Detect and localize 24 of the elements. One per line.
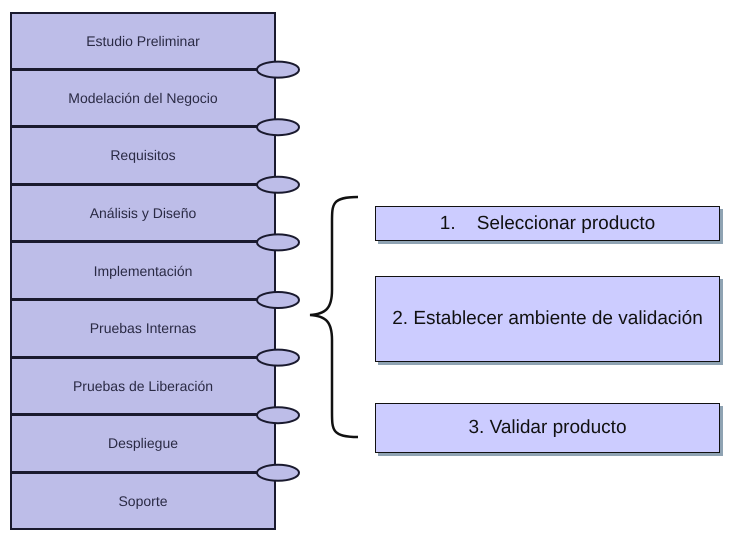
step-label: Análisis y Diseño xyxy=(90,205,196,222)
step-label: Requisitos xyxy=(110,147,176,164)
phase-row xyxy=(10,68,276,128)
phase-row xyxy=(10,184,276,242)
phase-row xyxy=(10,126,276,185)
step-label: 2. Establecer ambiente de validación xyxy=(392,307,703,332)
step-label: Soporte xyxy=(118,493,168,510)
step-label: Pruebas de Liberación xyxy=(72,378,214,394)
step-label: 1. Seleccionar producto xyxy=(440,212,656,236)
step-label: Implementación xyxy=(94,262,192,279)
activity-box xyxy=(375,206,720,241)
step-label: Despliegue xyxy=(108,435,178,452)
phase-row xyxy=(10,414,276,473)
activity-box xyxy=(375,403,720,453)
phase-row xyxy=(10,356,276,416)
phase-row xyxy=(10,472,276,530)
activity-box xyxy=(375,276,720,362)
phase-row xyxy=(10,299,276,358)
step-label: Estudio Preliminar xyxy=(86,32,200,49)
step-label: 3. Validar producto xyxy=(468,416,627,440)
phase-row xyxy=(10,241,276,300)
step-label: Pruebas Internas xyxy=(90,320,196,336)
step-label: Modelación del Negocio xyxy=(68,90,218,106)
phase-row xyxy=(10,12,276,70)
